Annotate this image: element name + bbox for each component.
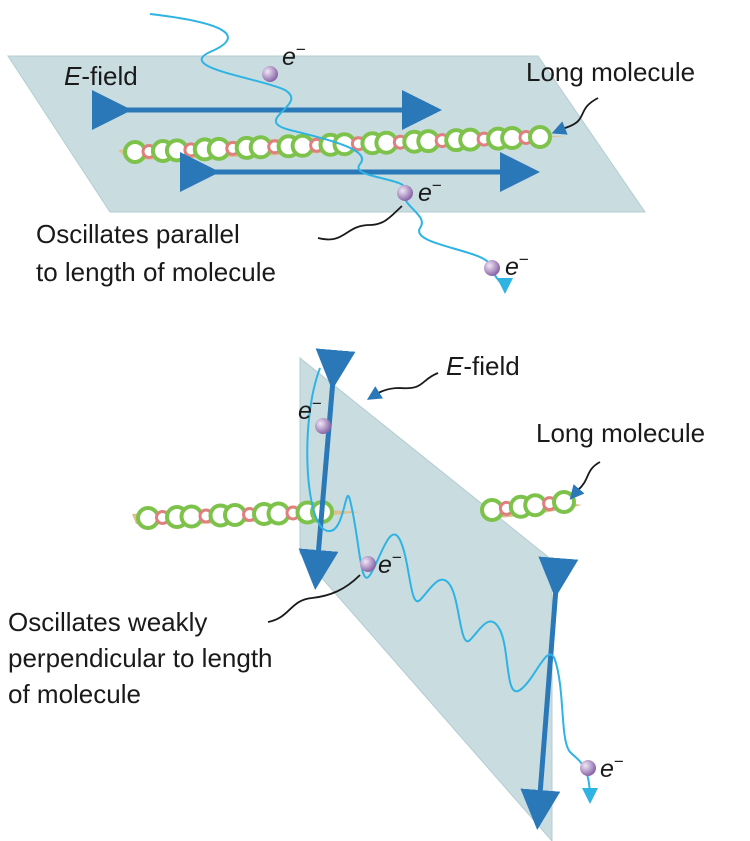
- bottom-molecule-right-atom: [480, 498, 504, 522]
- top-electron-3: [484, 260, 500, 276]
- bottom-molecule-left-atom: [179, 504, 204, 529]
- bottom-caption-line-2: perpendicular to length: [8, 643, 273, 673]
- bottom-caption-leader: [267, 574, 361, 623]
- top-long-molecule: [118, 125, 566, 164]
- top-caption-leader: [317, 205, 403, 241]
- bottom-molecule-leader: [569, 461, 601, 500]
- top-electron-label-2: e−: [418, 176, 442, 207]
- top-electron-label-1: e−: [282, 40, 306, 71]
- bottom-wave: [306, 367, 598, 804]
- bottom-electron-label-3: e−: [600, 752, 624, 783]
- top-electron-2: [397, 185, 413, 201]
- bottom-electron-label-1: e−: [298, 394, 322, 425]
- bottom-electron-label-2: e−: [378, 548, 402, 579]
- top-electron-label-3: e−: [505, 250, 529, 281]
- top-molecule-atom: [528, 125, 552, 149]
- top-molecule-label: Long molecule: [526, 57, 696, 87]
- bottom-caption-line-1: Oscillates weakly: [8, 607, 208, 637]
- bottom-molecule-right-atom: [552, 490, 576, 514]
- bottom-electron-2: [360, 556, 376, 572]
- bottom-e-field-label: E-field: [446, 351, 520, 381]
- top-caption-line-2: to length of molecule: [36, 257, 276, 287]
- bottom-molecule-left-atom: [266, 501, 291, 526]
- bottom-molecule-left-atom: [136, 506, 160, 530]
- bottom-caption-line-3: of molecule: [8, 679, 141, 709]
- bottom-long-molecule-right: [480, 490, 582, 522]
- bottom-molecule-label: Long molecule: [536, 418, 706, 448]
- top-e-field-label: E-field: [64, 61, 138, 91]
- bottom-electron-1: [315, 418, 331, 434]
- bottom-field-plane: [299, 356, 553, 841]
- top-electron-1: [262, 66, 278, 82]
- bottom-molecule-right-atom: [523, 493, 548, 518]
- top-caption-line-1: Oscillates parallel: [36, 219, 240, 249]
- bottom-field-arrow-right: [520, 556, 579, 830]
- top-molecule-leader: [551, 97, 599, 135]
- top-wave: [149, 13, 513, 294]
- bottom-molecule-left-atom: [223, 503, 247, 527]
- bottom-electron-3: [580, 760, 596, 776]
- bottom-field-arrow-left: [298, 348, 356, 590]
- bottom-field-leader: [366, 372, 439, 400]
